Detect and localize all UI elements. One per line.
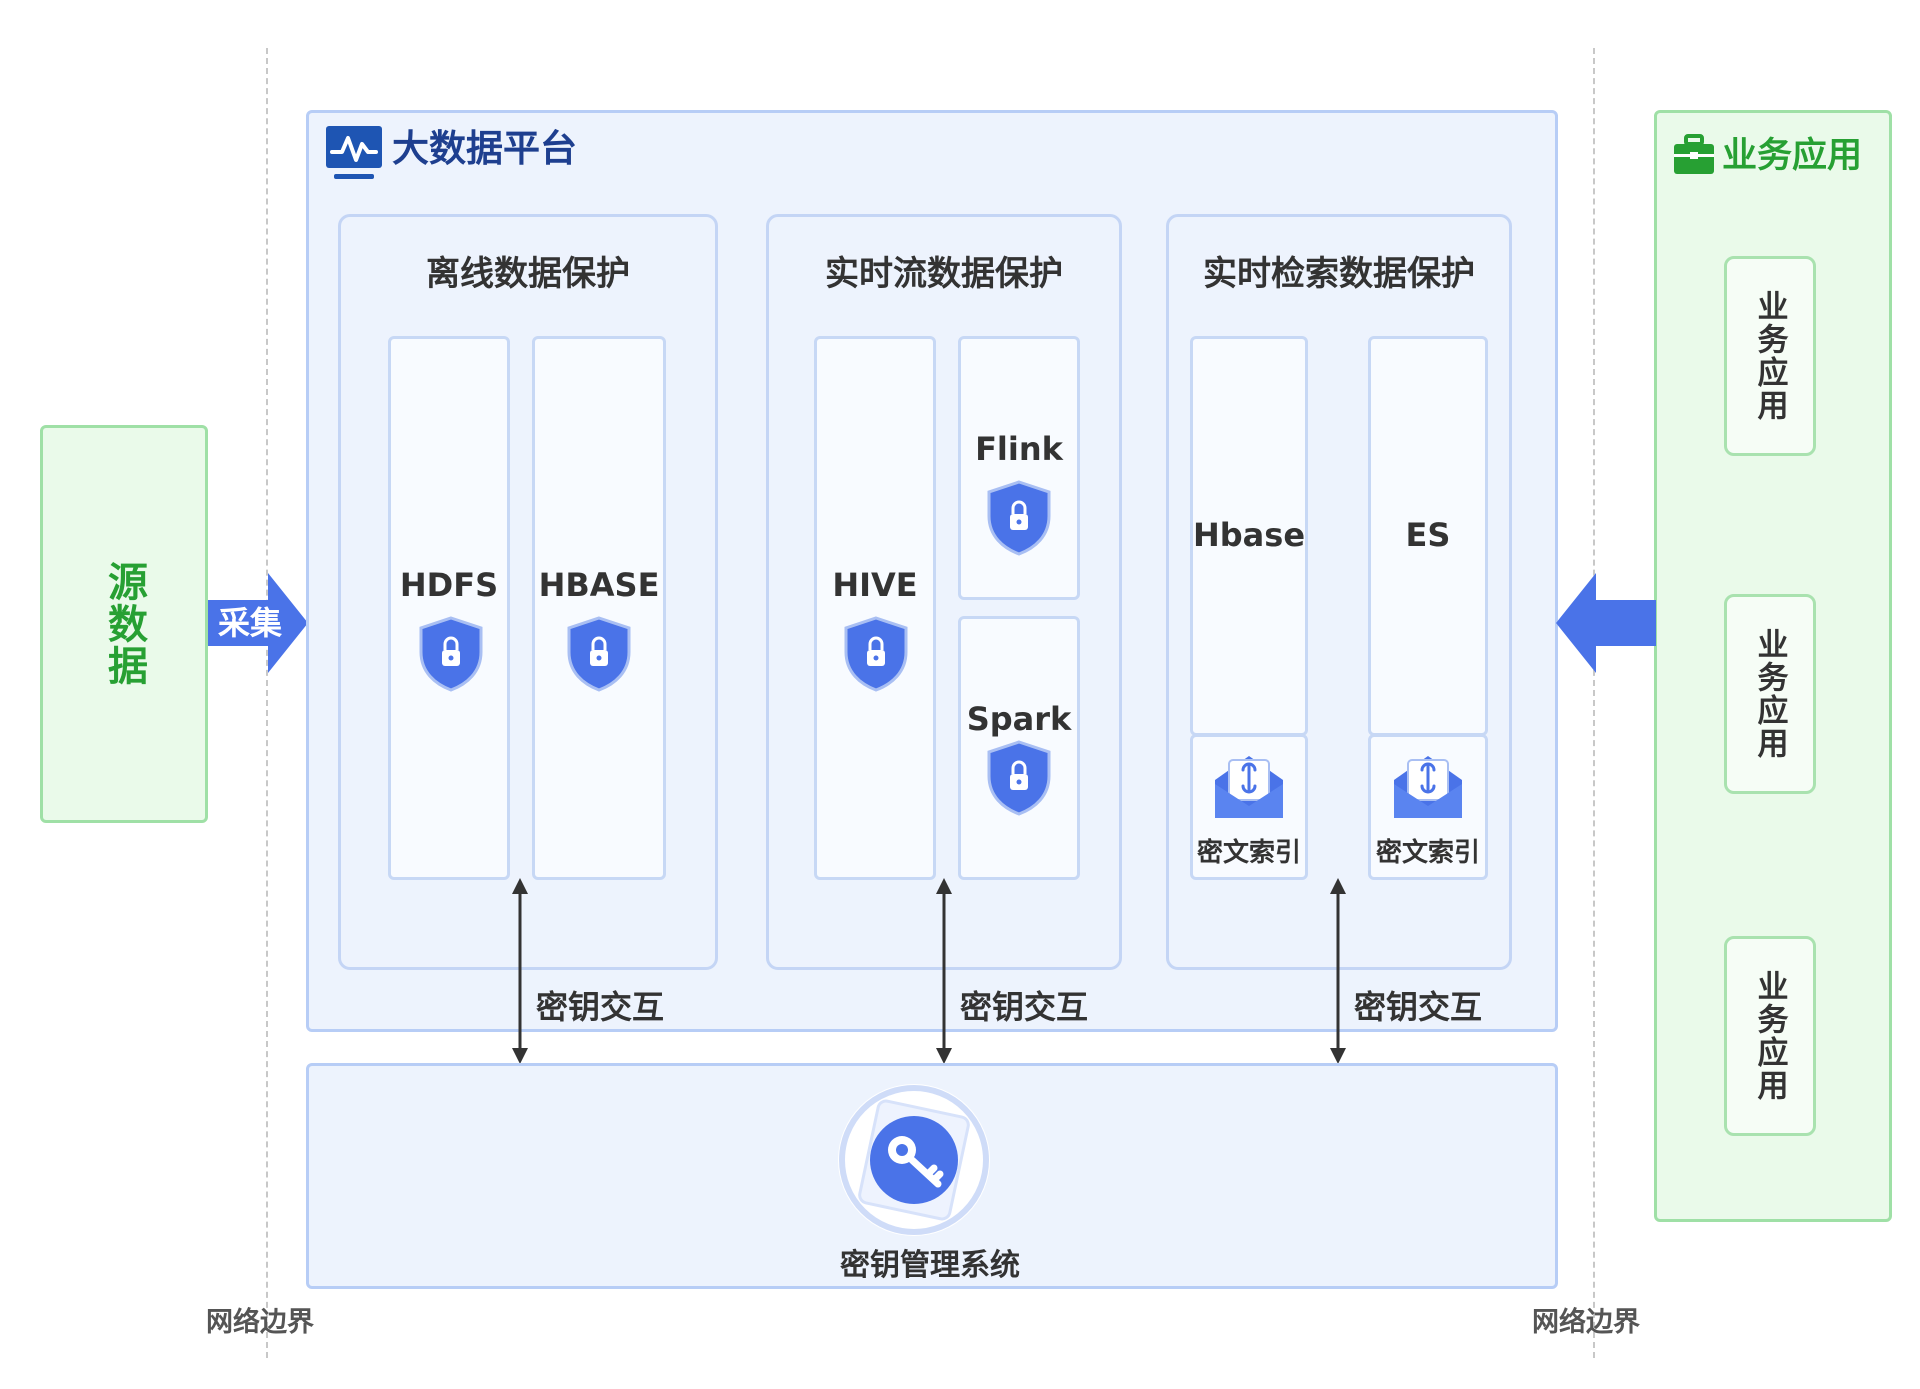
platform-title: 大数据平台	[392, 127, 577, 170]
business-app-item-2-label: 业务应用	[1751, 628, 1788, 760]
column-hdfs-label: HDFS	[399, 566, 499, 604]
key-interaction-label-2: 密钥交互	[960, 988, 1089, 1026]
column-hbase-search-label: Hbase	[1192, 516, 1306, 554]
column-hive	[814, 336, 936, 880]
network-boundary-right-line	[1593, 48, 1595, 1358]
encrypted-mail-icon	[1215, 756, 1283, 818]
column-hbase-label: HBASE	[538, 566, 660, 604]
source-data-label: 源数据	[101, 561, 147, 687]
column-flink-label: Flink	[975, 430, 1063, 468]
encrypted-mail-icon	[1394, 756, 1462, 818]
cipher-index-label-1: 密文索引	[1196, 838, 1301, 868]
source-data-box: 源数据	[40, 425, 208, 823]
column-hdfs	[388, 336, 510, 880]
network-boundary-left-label: 网络边界	[206, 1307, 314, 1338]
column-hive-label: HIVE	[832, 566, 918, 604]
section-offline-title: 离线数据保护	[426, 254, 630, 294]
column-es-label: ES	[1405, 516, 1451, 554]
shield-lock-icon	[567, 616, 631, 692]
key-interaction-arrow-1	[512, 878, 528, 1064]
column-hbase	[532, 336, 666, 880]
key-interaction-arrow-3	[1330, 878, 1346, 1064]
collect-label: 采集	[217, 604, 282, 642]
briefcase-icon	[1674, 134, 1714, 174]
shield-lock-icon	[844, 616, 908, 692]
column-spark	[958, 616, 1080, 880]
shield-lock-icon	[419, 616, 483, 692]
key-interaction-arrow-2	[936, 878, 952, 1064]
column-spark-label: Spark	[966, 700, 1072, 738]
business-app-item-3-label: 业务应用	[1751, 970, 1788, 1102]
key-icon	[838, 1084, 990, 1236]
column-hbase-search	[1190, 336, 1308, 736]
business-app-title: 业务应用	[1722, 136, 1863, 176]
business-app-item-3: 业务应用	[1724, 936, 1816, 1136]
key-interaction-label-1: 密钥交互	[536, 988, 665, 1026]
network-boundary-right-label: 网络边界	[1532, 1307, 1640, 1338]
business-app-item-1: 业务应用	[1724, 256, 1816, 456]
shield-lock-icon	[987, 480, 1051, 556]
column-flink	[958, 336, 1080, 600]
shield-lock-icon	[987, 740, 1051, 816]
section-realtime-search-title: 实时检索数据保护	[1203, 254, 1475, 294]
network-boundary-left-line	[266, 48, 268, 1358]
key-management-label: 密钥管理系统	[840, 1248, 1020, 1283]
section-realtime-stream-title: 实时流数据保护	[825, 254, 1063, 294]
cipher-index-label-2: 密文索引	[1375, 838, 1480, 868]
column-es	[1368, 336, 1488, 736]
collect-arrow-icon	[208, 573, 308, 673]
key-interaction-label-3: 密钥交互	[1354, 988, 1483, 1026]
monitor-chart-icon	[326, 126, 382, 179]
business-app-item-2: 业务应用	[1724, 594, 1816, 794]
business-app-item-1-label: 业务应用	[1751, 290, 1788, 422]
business-arrow-icon	[1556, 573, 1656, 673]
